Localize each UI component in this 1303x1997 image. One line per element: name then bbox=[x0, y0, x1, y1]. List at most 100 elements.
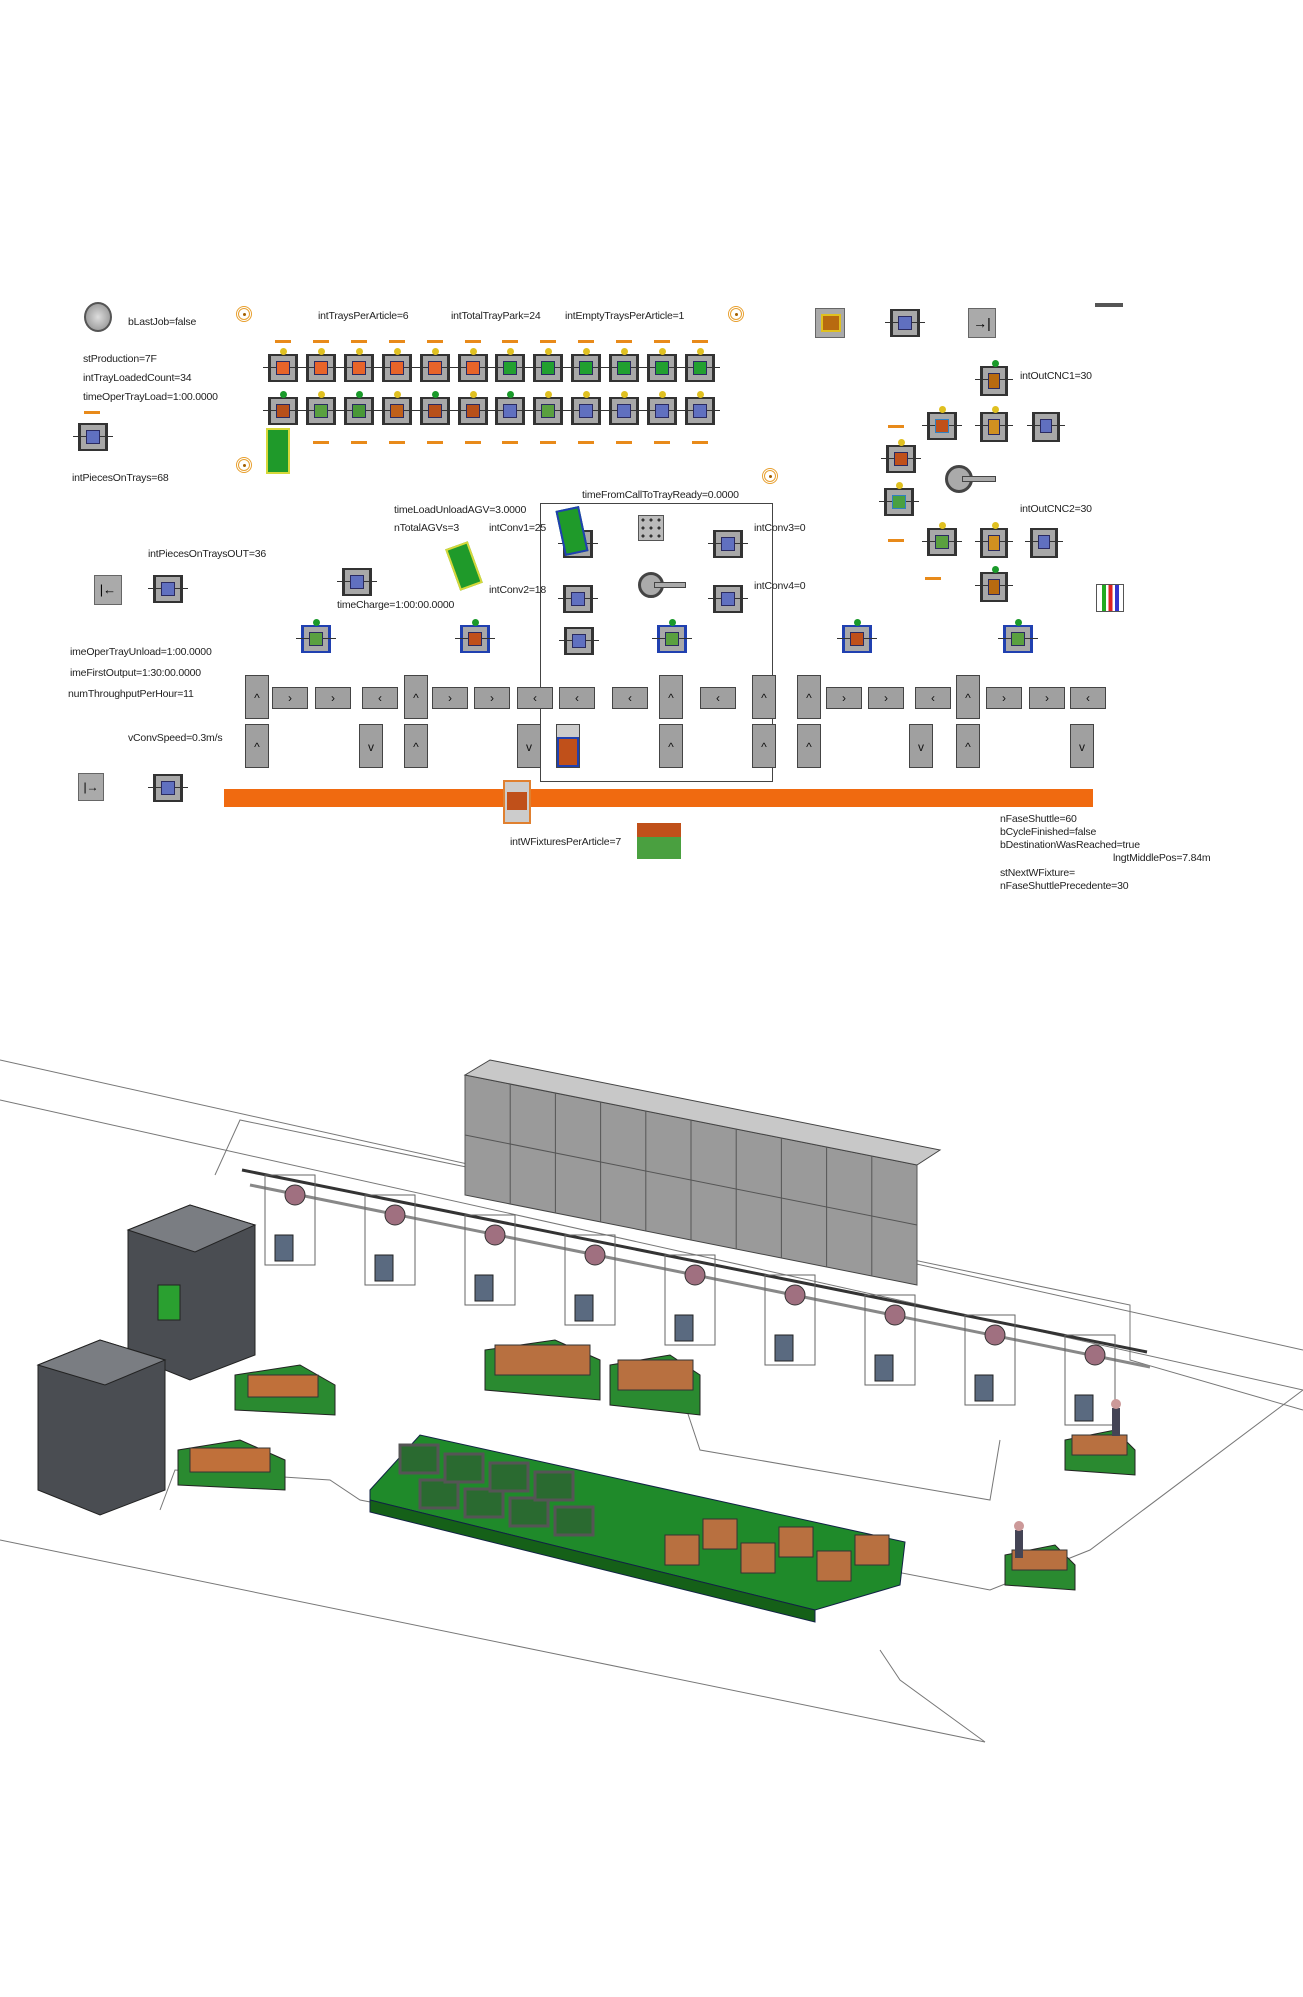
piecesontrays-label: intPiecesOnTrays=68 bbox=[72, 472, 169, 484]
tray-slot[interactable] bbox=[263, 348, 303, 382]
conveyor-segment[interactable]: ‹ bbox=[612, 687, 648, 709]
buffer-block[interactable] bbox=[879, 482, 919, 516]
conveyor-segment[interactable]: ‹ bbox=[362, 687, 398, 709]
station-tray[interactable] bbox=[652, 619, 692, 653]
conveyor-segment[interactable]: › bbox=[432, 687, 468, 709]
conveyor-up[interactable]: ^ bbox=[245, 675, 269, 719]
tray-slot[interactable] bbox=[376, 348, 417, 382]
conveyor-up[interactable]: ^ bbox=[752, 675, 776, 719]
conveyor-up[interactable]: ^ bbox=[797, 724, 821, 768]
tray-slot[interactable] bbox=[604, 391, 645, 425]
conveyor-up[interactable]: ^ bbox=[752, 724, 776, 768]
cnc-block[interactable] bbox=[975, 406, 1013, 442]
tray-slot[interactable] bbox=[679, 348, 720, 382]
cnc2-block[interactable] bbox=[975, 522, 1013, 558]
stopwatch-icon[interactable] bbox=[84, 302, 112, 332]
target-icon[interactable] bbox=[236, 457, 252, 473]
source-block[interactable] bbox=[815, 308, 845, 338]
tray-slot[interactable] bbox=[414, 391, 455, 425]
conveyor-segment[interactable]: › bbox=[272, 687, 308, 709]
shuttle[interactable] bbox=[503, 780, 531, 824]
conveyor-block[interactable] bbox=[558, 585, 598, 613]
status-dash bbox=[888, 425, 904, 428]
agv-vehicle[interactable] bbox=[445, 541, 483, 591]
conveyor-up[interactable]: ^ bbox=[956, 675, 980, 719]
tray-slot[interactable] bbox=[452, 348, 493, 382]
tray-slot[interactable] bbox=[338, 348, 379, 382]
entry-icon[interactable]: |→ bbox=[78, 773, 104, 801]
queue-block[interactable] bbox=[148, 575, 188, 603]
conveyor-up[interactable]: ^ bbox=[956, 724, 980, 768]
conveyor-segment[interactable]: › bbox=[315, 687, 351, 709]
tray-slot[interactable] bbox=[300, 391, 341, 425]
station-tray[interactable] bbox=[455, 619, 495, 653]
conveyor-segment[interactable]: ‹ bbox=[915, 687, 951, 709]
tray-slot[interactable] bbox=[490, 391, 531, 425]
target-icon[interactable] bbox=[236, 306, 252, 322]
station-tray[interactable] bbox=[559, 627, 599, 655]
tray-slot[interactable] bbox=[566, 348, 607, 382]
queue-block[interactable] bbox=[885, 309, 925, 337]
conveyor-down[interactable]: v bbox=[359, 724, 383, 768]
conveyor-segment[interactable]: › bbox=[826, 687, 862, 709]
conveyor-segment[interactable]: ‹ bbox=[1070, 687, 1106, 709]
queue-block[interactable] bbox=[73, 423, 113, 451]
target-icon[interactable] bbox=[762, 468, 778, 484]
conveyor-down[interactable]: v bbox=[517, 724, 541, 768]
buffer-block[interactable] bbox=[922, 406, 962, 440]
tray-slot[interactable] bbox=[263, 391, 303, 425]
tray-slot[interactable] bbox=[528, 391, 569, 425]
tray-slot[interactable] bbox=[490, 348, 531, 382]
tray-slot[interactable] bbox=[376, 391, 417, 425]
station-tray[interactable] bbox=[837, 619, 877, 653]
tray-slot[interactable] bbox=[604, 348, 645, 382]
conveyor-down[interactable]: v bbox=[1070, 724, 1094, 768]
chart-icon[interactable] bbox=[1096, 584, 1124, 612]
conveyor-segment[interactable]: ‹ bbox=[700, 687, 736, 709]
station-tray[interactable] bbox=[998, 619, 1038, 653]
sink-icon[interactable]: →| bbox=[968, 308, 996, 338]
conveyor-segment[interactable]: ‹ bbox=[559, 687, 595, 709]
intconv2-label: intConv2=18 bbox=[489, 584, 547, 596]
conveyor-segment[interactable]: › bbox=[868, 687, 904, 709]
conveyor-down[interactable] bbox=[556, 724, 580, 768]
tray-slot[interactable] bbox=[642, 391, 682, 425]
conveyor-segment[interactable]: ‹ bbox=[517, 687, 553, 709]
tray-slot[interactable] bbox=[300, 348, 341, 382]
station-tray[interactable] bbox=[296, 619, 336, 653]
conveyor-segment[interactable]: › bbox=[1029, 687, 1065, 709]
conveyor-up[interactable]: ^ bbox=[659, 724, 683, 768]
shuttle-conveyor[interactable] bbox=[224, 789, 1093, 807]
conveyor-block[interactable] bbox=[708, 585, 748, 613]
queue-block[interactable] bbox=[148, 774, 188, 802]
conveyor-up[interactable]: ^ bbox=[659, 675, 683, 719]
cnc-block[interactable] bbox=[1027, 412, 1065, 442]
tray-slot[interactable] bbox=[414, 348, 455, 382]
conveyor-segment[interactable]: › bbox=[986, 687, 1022, 709]
cnc1-block[interactable] bbox=[975, 360, 1013, 396]
buffer-block[interactable] bbox=[922, 522, 962, 556]
conveyor-up[interactable]: ^ bbox=[404, 675, 428, 719]
conveyor-segment[interactable]: › bbox=[474, 687, 510, 709]
conveyor-up[interactable]: ^ bbox=[797, 675, 821, 719]
target-icon[interactable] bbox=[728, 306, 744, 322]
cnc-block[interactable] bbox=[975, 566, 1013, 602]
tray-slot[interactable] bbox=[679, 391, 720, 425]
conveyor-down[interactable]: v bbox=[909, 724, 933, 768]
conveyor-block[interactable] bbox=[708, 530, 748, 558]
tray-slot[interactable] bbox=[452, 391, 493, 425]
outcnc1-label: intOutCNC1=30 bbox=[1020, 370, 1092, 382]
buffer-block[interactable] bbox=[881, 439, 921, 473]
tray-slot[interactable] bbox=[338, 391, 379, 425]
grid-icon[interactable] bbox=[638, 515, 664, 541]
charge-block[interactable] bbox=[337, 568, 377, 596]
conveyor-up[interactable]: ^ bbox=[404, 724, 428, 768]
conveyor-up[interactable]: ^ bbox=[245, 724, 269, 768]
cnc-block[interactable] bbox=[1025, 528, 1063, 558]
tray-slot[interactable] bbox=[642, 348, 682, 382]
tray-slot[interactable] bbox=[566, 391, 607, 425]
exit-icon[interactable]: |← bbox=[94, 575, 122, 605]
agv-green[interactable] bbox=[266, 428, 290, 474]
machine-cabinet bbox=[474, 1274, 494, 1302]
tray-slot[interactable] bbox=[528, 348, 569, 382]
